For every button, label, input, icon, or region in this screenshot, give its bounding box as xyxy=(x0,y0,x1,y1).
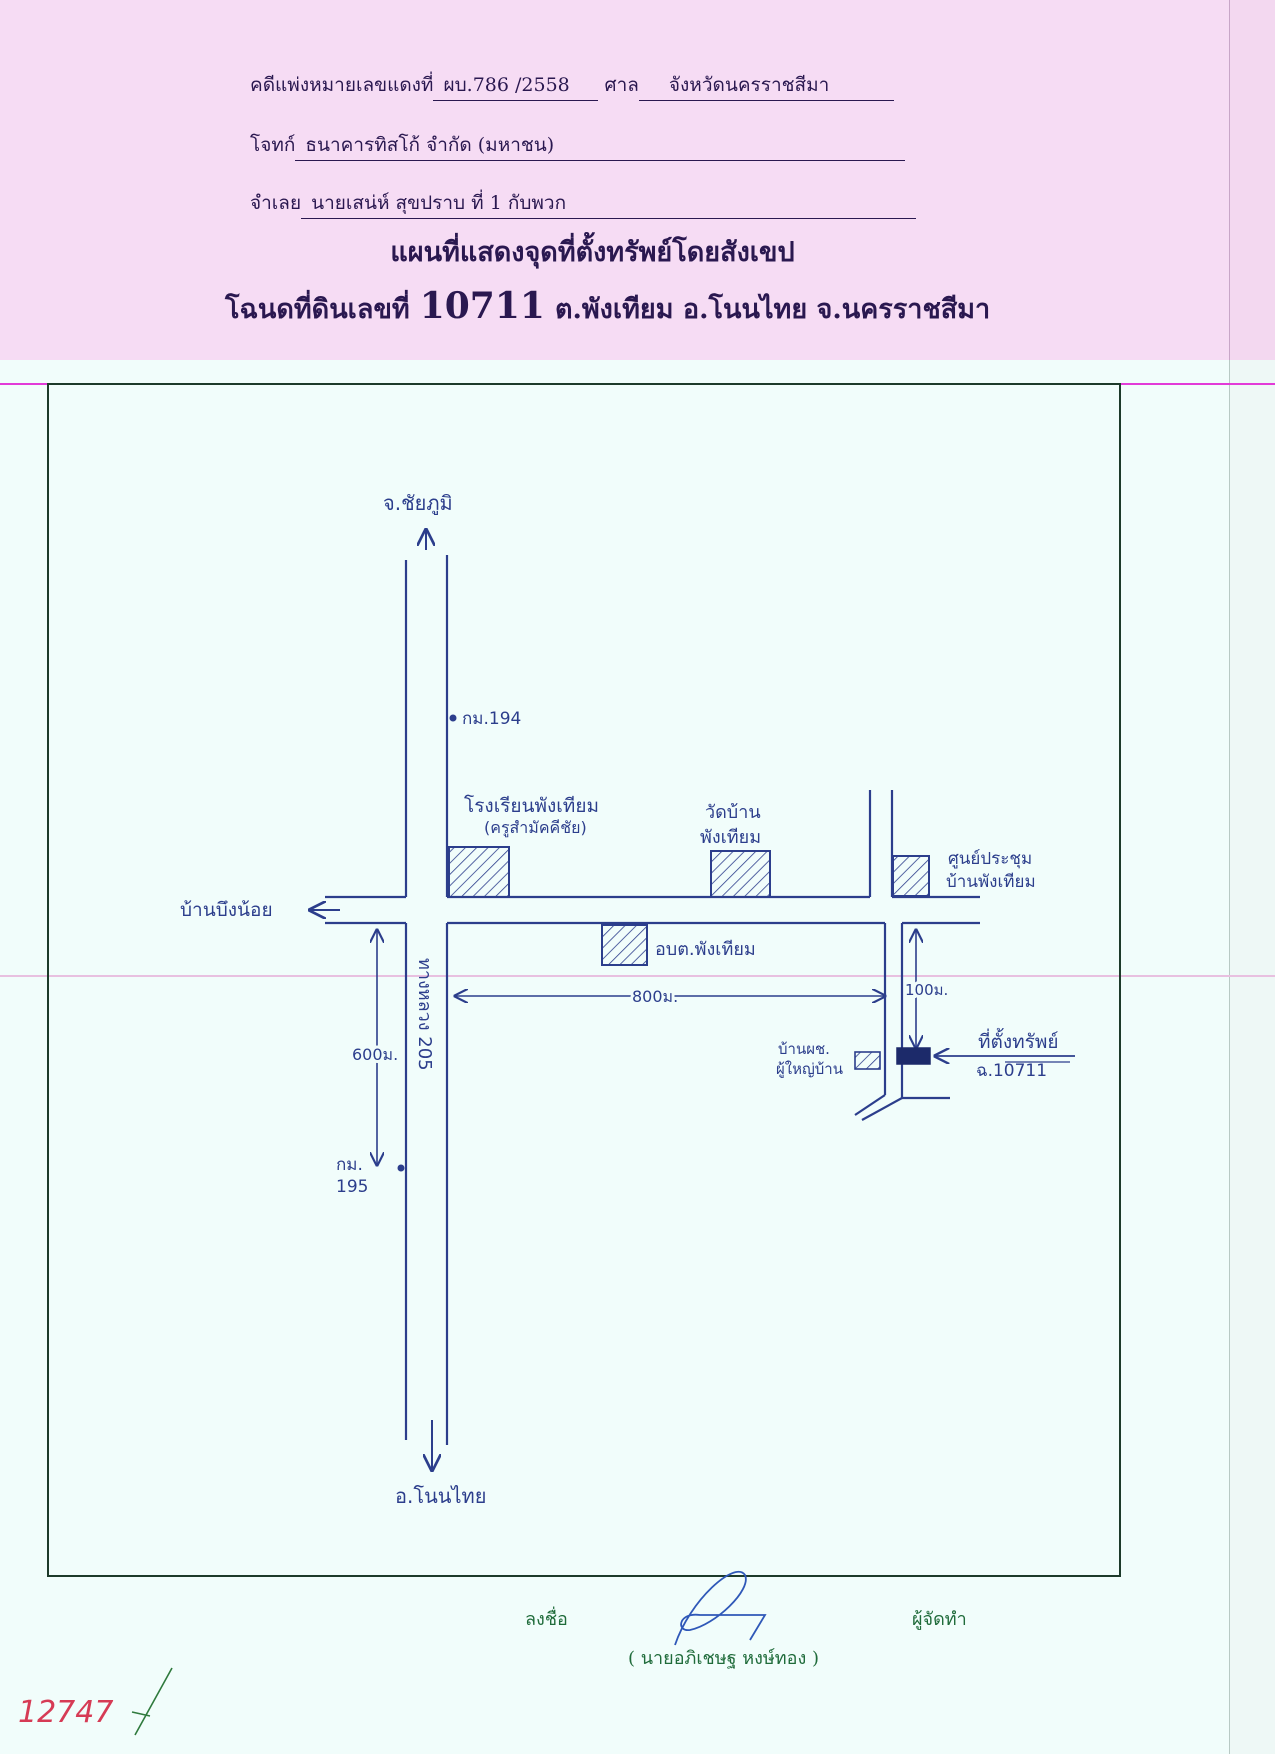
plaintiff-line: โจทก์ธนาคารทิสโก้ จำกัด (มหาชน) xyxy=(250,130,906,161)
plaintiff-name: ธนาคารทิสโก้ จำกัด (มหาชน) xyxy=(295,130,906,161)
court-name: จังหวัดนครราชสีมา xyxy=(638,70,894,101)
property-marker xyxy=(896,1047,931,1065)
highway-label: ทางหลวง 205 xyxy=(414,958,435,1071)
center-label-1: ศูนย์ประชุม xyxy=(948,849,1032,869)
defendant-label: จำเลย xyxy=(250,192,302,214)
court-label: ศาล xyxy=(604,74,639,96)
meeting-center-building xyxy=(892,855,930,897)
plaintiff-label: โจทก์ xyxy=(250,134,296,156)
dist-100-label: 100ม. xyxy=(905,981,948,999)
km-194-label: กม.194 xyxy=(462,709,521,729)
school-label-1: โรงเรียนพังเทียม xyxy=(464,794,599,817)
scan-artifact-line xyxy=(0,975,1275,977)
page-edge-top xyxy=(1229,0,1275,360)
signature-scribble xyxy=(674,1570,767,1646)
property-label-1: ที่ตั้งทรัพย์ xyxy=(978,1028,1059,1053)
km-195-label-2: 195 xyxy=(336,1177,368,1197)
school-building xyxy=(448,846,510,898)
village-head-house xyxy=(854,1051,881,1070)
north-destination-label: จ.ชัยภูมิ xyxy=(383,491,453,516)
case-label: คดีแพ่งหมายเลขแดงที่ xyxy=(250,74,434,96)
defendant-name: นายเสน่ห์ สุขปราบ ที่ 1 กับพวก xyxy=(301,188,917,219)
handwritten-number: 12747 xyxy=(18,1695,114,1730)
deed-title: โฉนดที่ดินเลขที่ 10711 ต.พังเทียม อ.โนนไทย… xyxy=(225,285,990,330)
sign-label: ลงชื่อ xyxy=(525,1609,568,1630)
temple-building xyxy=(710,850,771,898)
stamp-check-mark xyxy=(131,1667,173,1736)
case-number: ผบ.786 /2558 xyxy=(433,70,599,101)
village-head-label-1: บ้านผช. xyxy=(778,1040,830,1058)
dist-800-label: 800ม. xyxy=(632,987,678,1006)
km-195-marker xyxy=(397,1164,405,1172)
km-195-label-1: กม. xyxy=(336,1155,363,1175)
defendant-line: จำเลยนายเสน่ห์ สุขปราบ ที่ 1 กับพวก xyxy=(250,188,917,219)
temple-label-1: วัดบ้าน xyxy=(705,802,761,823)
road-edge xyxy=(854,1094,886,1116)
deed-number: 10711 xyxy=(419,285,545,327)
deed-location: ต.พังเทียม อ.โนนไทย จ.นครราชสีมา xyxy=(554,294,991,325)
dist-600-label: 600ม. xyxy=(352,1045,398,1064)
school-label-2: (ครูสำมัคคีชัย) xyxy=(484,818,587,838)
temple-label-2: พังเทียม xyxy=(700,827,761,848)
header-paper xyxy=(0,0,1275,360)
west-destination-label: บ้านบึงน้อย xyxy=(180,899,273,921)
km-194-marker xyxy=(449,714,457,722)
village-head-label-2: ผู้ใหญ่บ้าน xyxy=(776,1060,843,1078)
road-edge xyxy=(861,1097,903,1121)
role-label: ผู้จัดทำ xyxy=(912,1609,967,1630)
south-destination-label: อ.โนนไทย xyxy=(395,1484,486,1508)
sao-office-building xyxy=(601,924,648,966)
sao-label: อบต.พังเทียม xyxy=(655,939,756,960)
property-label-2: ฉ.10711 xyxy=(976,1061,1047,1081)
map-frame xyxy=(47,383,1121,1577)
case-number-line: คดีแพ่งหมายเลขแดงที่ผบ.786 /2558 ศาลจังห… xyxy=(250,70,894,101)
center-label-2: บ้านพังเทียม xyxy=(946,872,1036,892)
deed-label: โฉนดที่ดินเลขที่ xyxy=(225,294,410,325)
map-title: แผนที่แสดงจุดที่ตั้งทรัพย์โดยสังเขป xyxy=(390,237,795,268)
signer-name: ( นายอภิเชษฐ หงษ์ทอง ) xyxy=(628,1648,819,1669)
